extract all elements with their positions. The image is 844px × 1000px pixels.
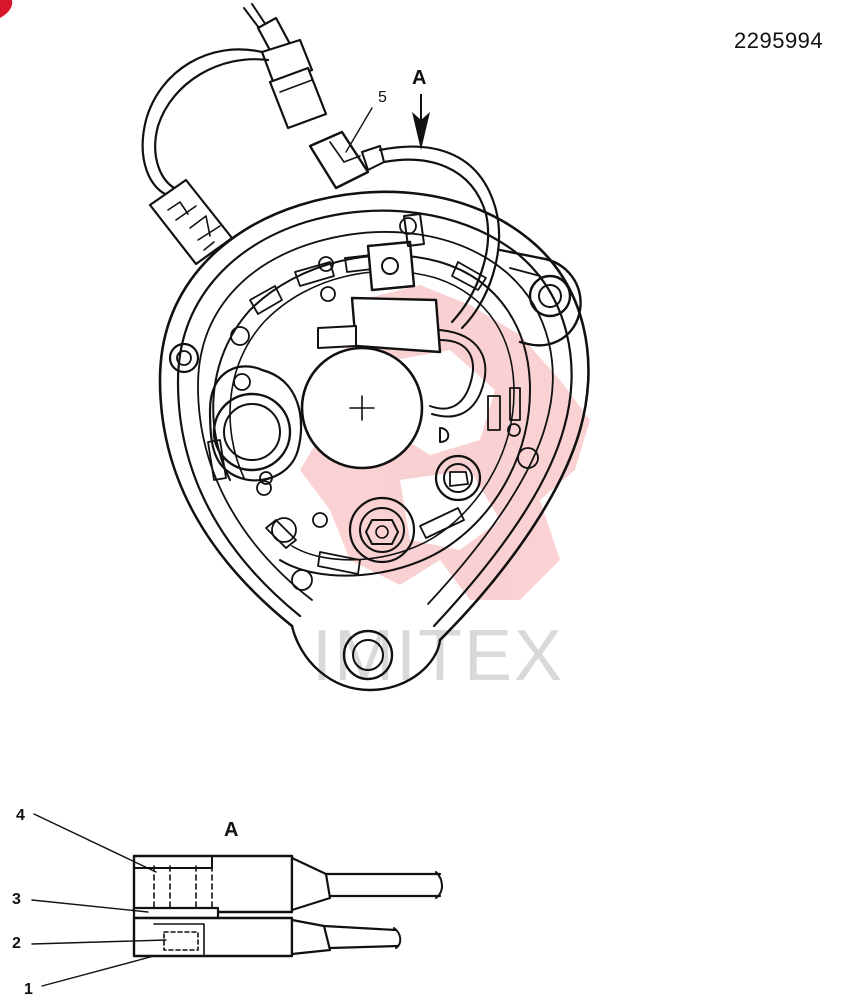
connector-detail [132, 854, 443, 958]
leader-line-2 [31, 939, 167, 945]
spade-socket-5 [308, 130, 500, 330]
alternator-housing [158, 190, 590, 692]
view-marker-a: A [412, 67, 426, 89]
watermark-text: IMITEX [312, 616, 564, 696]
corner-mark [0, 0, 13, 18]
callout-2: 2 [12, 935, 21, 952]
view-arrow [412, 94, 430, 150]
leader-line-5 [345, 107, 373, 153]
callout-1: 1 [24, 981, 33, 998]
callout-4: 4 [16, 807, 25, 824]
callout-5: 5 [378, 89, 387, 106]
leader-line-4 [33, 813, 157, 873]
document-number: 2295994 [734, 28, 823, 53]
leader-line-3 [31, 899, 149, 913]
detail-title: A [224, 819, 238, 841]
callout-3: 3 [12, 891, 21, 908]
leader-line-1 [41, 955, 155, 987]
upper-wire-harness [141, 3, 328, 266]
